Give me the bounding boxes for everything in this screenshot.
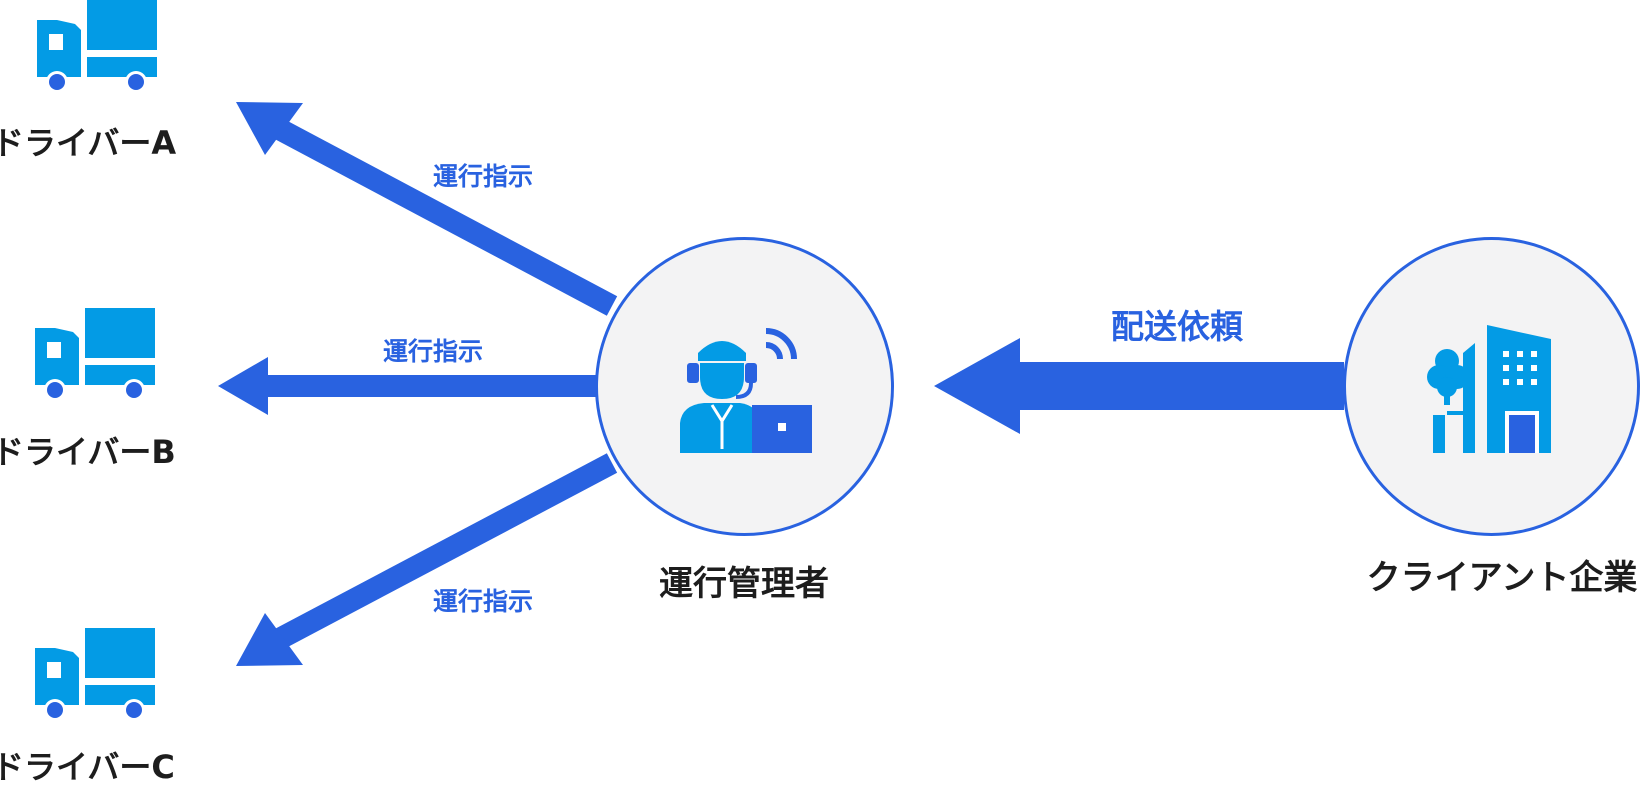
truck-icon — [33, 628, 155, 722]
driver-a-label: ドライバーA — [0, 124, 177, 162]
arrow-to-driver-b — [218, 357, 600, 415]
operator-node — [595, 237, 894, 536]
driver-c-label: ドライバーC — [0, 748, 175, 786]
truck-icon — [33, 308, 155, 402]
operator-label: 運行管理者 — [659, 564, 829, 604]
arrow-to-driver-c — [236, 453, 618, 666]
arrow-client-to-operator — [934, 338, 1344, 434]
edge-label-delivery-request: 配送依頼 — [1111, 307, 1243, 346]
arrow-to-driver-a — [236, 102, 618, 316]
truck-icon — [35, 0, 157, 94]
edge-label-driver-a: 運行指示 — [432, 162, 534, 191]
edge-label-driver-b: 運行指示 — [382, 337, 484, 366]
office-building-icon — [1427, 325, 1555, 453]
driver-b-label: ドライバーB — [0, 433, 176, 471]
operator-headset-icon — [678, 325, 812, 453]
edge-label-driver-c: 運行指示 — [432, 587, 534, 616]
client-label: クライアント企業 — [1366, 558, 1638, 598]
